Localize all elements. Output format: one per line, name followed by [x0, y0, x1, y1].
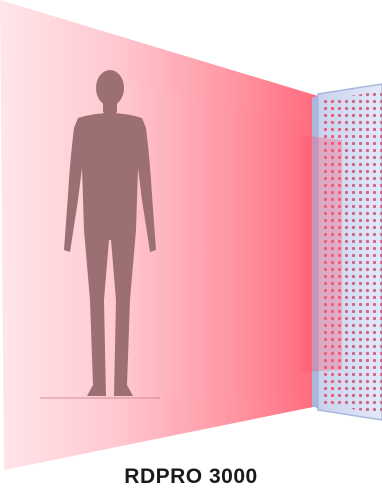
led-panel-icon	[317, 83, 382, 421]
light-beam-core	[120, 82, 335, 398]
human-silhouette-icon	[64, 70, 156, 396]
product-name: RDPRO 3000	[124, 465, 258, 488]
